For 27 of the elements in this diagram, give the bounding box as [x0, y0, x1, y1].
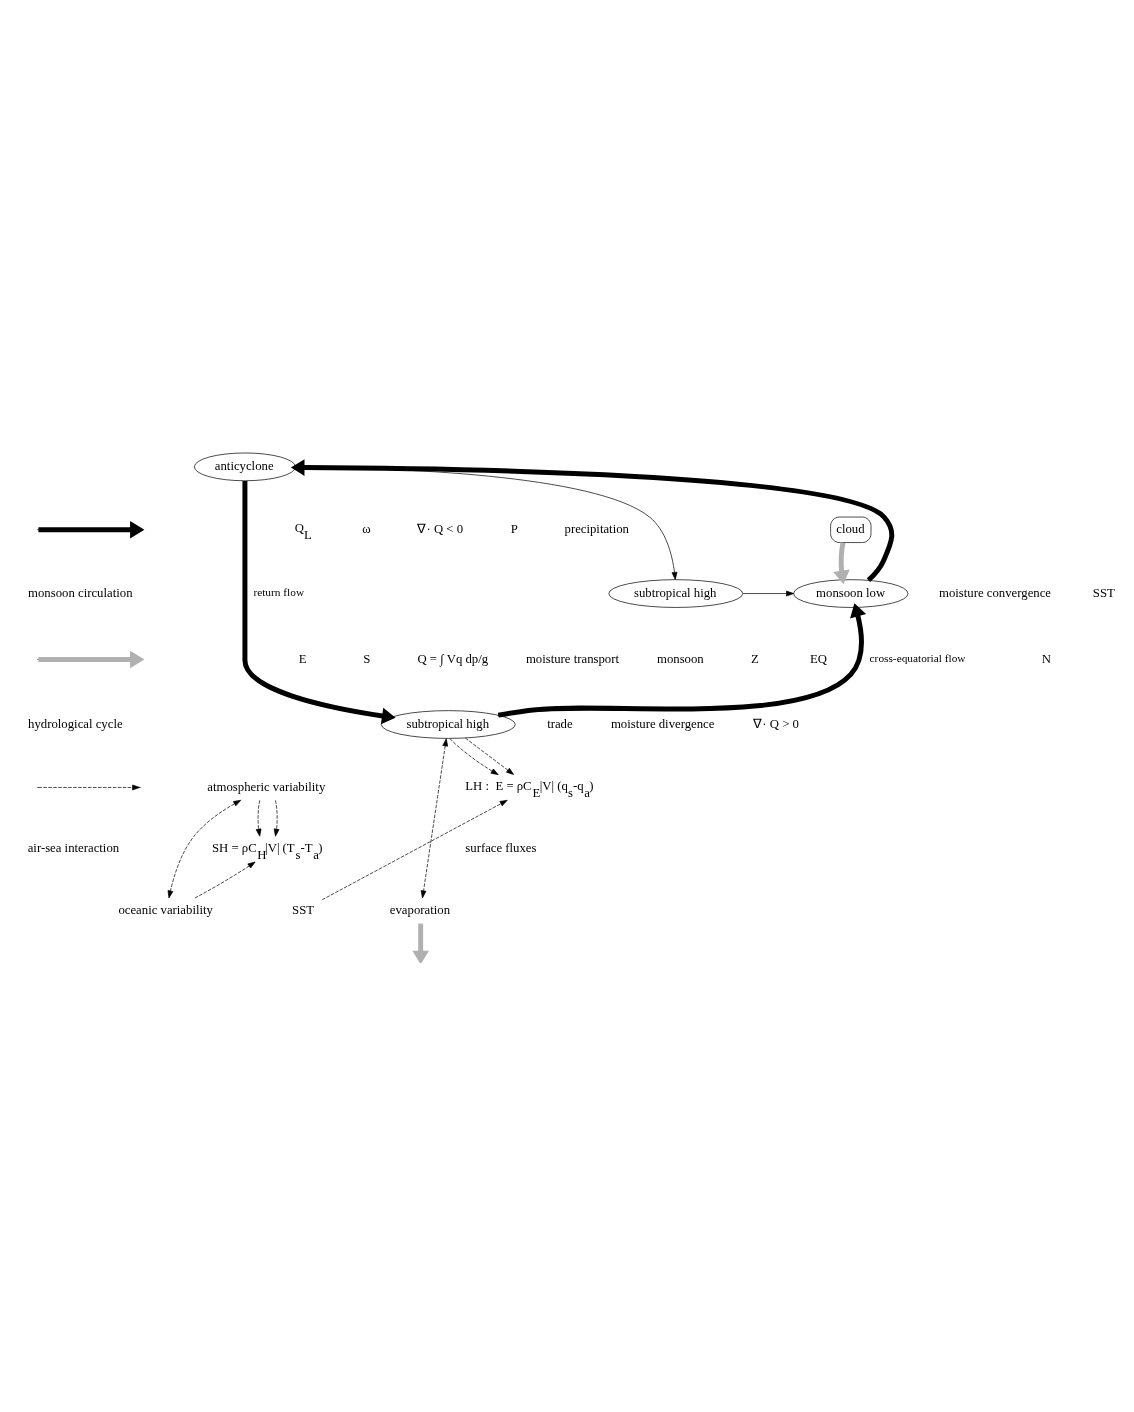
label: SST [1092, 585, 1115, 600]
label: moisture divergence [610, 716, 715, 731]
legend-label: hydrological cycle [28, 716, 123, 731]
label: ∇· Q > 0 [753, 716, 799, 731]
label: EQ [810, 651, 828, 666]
label: P [510, 521, 518, 536]
label: moisture transport [525, 651, 620, 666]
edge-label: cross-equatorial flow [869, 651, 966, 664]
label: surface fluxes [465, 840, 537, 855]
label: precipitation [564, 521, 629, 536]
label: monsoon [657, 651, 704, 666]
node-text: SST [292, 902, 315, 917]
label: ∇· Q < 0 [417, 521, 464, 536]
label: ω [362, 521, 371, 536]
node-text: oceanic variability [118, 902, 213, 917]
node-text: evaporation [389, 902, 451, 917]
label: Z [750, 651, 759, 666]
label: S [363, 651, 371, 666]
label: E [298, 651, 307, 666]
legend-label: air-sea interaction [27, 840, 120, 855]
legend-label: monsoon circulation [28, 585, 133, 600]
label: moisture convergence [939, 585, 1052, 600]
edge-label: return flow [253, 585, 305, 598]
label: N [1041, 651, 1052, 666]
label: Q = ∫ Vq dp/g [417, 651, 489, 666]
label: trade [547, 716, 573, 731]
node-text: atmospheric variability [207, 779, 326, 794]
